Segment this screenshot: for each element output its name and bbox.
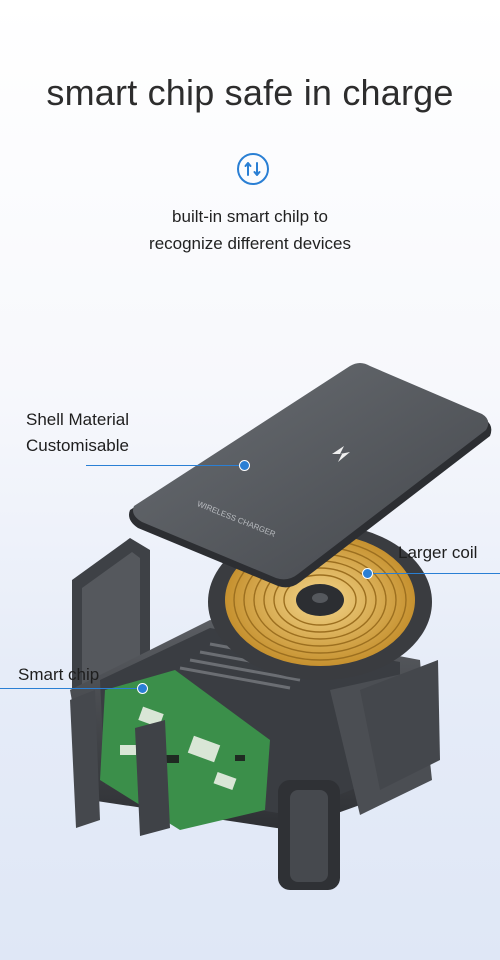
charger-exploded-view: WIRELESS CHARGER xyxy=(70,363,492,890)
air-vent-clip xyxy=(278,780,340,890)
callout-shell-line-1: Shell Material xyxy=(26,410,129,429)
front-grip-arms xyxy=(70,660,440,836)
callout-shell-line-2: Customisable xyxy=(26,436,129,455)
callout-chip-line xyxy=(0,688,143,689)
callout-shell-line xyxy=(86,465,244,466)
subtitle: built-in smart chilp to recognize differ… xyxy=(0,203,500,257)
callout-shell-label: Shell Material Customisable xyxy=(26,407,129,459)
callout-coil-label: Larger coil xyxy=(398,540,477,566)
callout-chip-text: Smart chip xyxy=(18,665,100,684)
callout-coil-text: Larger coil xyxy=(398,543,478,562)
wireless-charging-pad: WIRELESS CHARGER xyxy=(129,363,492,588)
callout-chip-dot xyxy=(137,683,148,694)
smart-chip-icon xyxy=(237,153,269,185)
headline: smart chip safe in charge xyxy=(46,72,454,113)
subtitle-line-2: recognize different devices xyxy=(149,234,351,253)
subtitle-line-1: built-in smart chilp to xyxy=(172,207,328,226)
callout-coil-line xyxy=(370,573,500,574)
callout-chip-label: Smart chip xyxy=(18,662,99,688)
callout-shell-dot xyxy=(239,460,250,471)
callout-coil-dot xyxy=(362,568,373,579)
